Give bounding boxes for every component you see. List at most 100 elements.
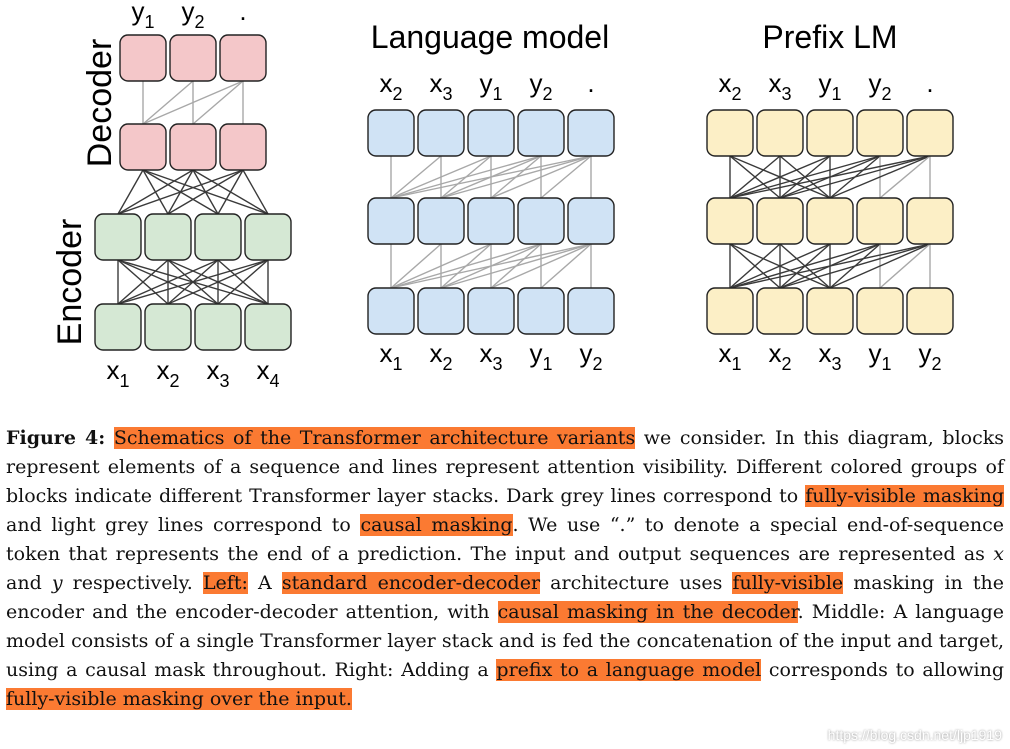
encoder-decoder-attn-line [217, 169, 244, 215]
caption-text-2: and light grey lines correspond to [6, 514, 361, 536]
lm-bottom-block-2 [417, 287, 465, 335]
lm-input-label: x1 [379, 338, 402, 374]
lm-lower-attn-line [390, 243, 592, 289]
lm-lower-attn-line [390, 243, 542, 289]
prefix-bottom-block-3 [806, 287, 854, 335]
prefix-input-label: x3 [818, 338, 841, 374]
prefix-upper-attn-line [779, 155, 931, 199]
lm-output-label: y1 [479, 68, 502, 104]
lm-output-label: x2 [379, 68, 402, 104]
encoder-decoder-attn-line [167, 169, 244, 215]
highlight-left: Left: [202, 572, 248, 594]
encoder-bottom-block-2 [144, 303, 192, 351]
prefix-middle-block-3 [806, 197, 854, 245]
prefix-lower-attn-line [779, 243, 931, 289]
lm-lower-attn-line [390, 243, 442, 289]
encoder-attn-line [117, 259, 169, 305]
prefix-middle-block-1 [706, 197, 754, 245]
prefix-input-label: y2 [918, 338, 941, 374]
lm-top-block-5 [567, 109, 615, 157]
lm-top-block-2 [417, 109, 465, 157]
lm-upper-attn-line [540, 155, 592, 199]
prefix-top-block-2 [756, 109, 804, 157]
decoder-bottom-block-3 [219, 123, 267, 171]
caption-text-7: architecture uses [540, 572, 733, 594]
lm-middle-block-5 [567, 197, 615, 245]
encoder-label: Encoder [51, 219, 89, 346]
highlight-causal-masking-decoder: causal masking in the decoder [497, 601, 798, 623]
left-input-label: x3 [206, 355, 229, 391]
prefix-upper-attn-line [879, 155, 931, 199]
caption-text-6: A [247, 572, 282, 594]
lm-output-label: x3 [429, 68, 452, 104]
lm-bottom-block-4 [517, 287, 565, 335]
left-output-label: y2 [181, 0, 204, 32]
caption-text-1: we consider. In this diagram, blocks rep… [6, 427, 1004, 507]
prefix-upper-attn-line [729, 155, 781, 199]
decoder-top-block-1 [119, 34, 167, 82]
watermark: https://blog.csdn.net/ljp1919 [827, 727, 1002, 743]
prefix-lower-attn-line [879, 243, 931, 289]
encoder-attn-line [167, 259, 269, 305]
prefix-output-label: x3 [768, 68, 791, 104]
highlight-causal-masking: causal masking [360, 514, 513, 536]
lm-lower-attn-line [490, 243, 592, 289]
prefix-lm-title: Prefix LM [762, 19, 897, 55]
lm-lower-attn-line [390, 243, 492, 289]
highlight-prefix-lm: prefix to a language model [496, 659, 762, 681]
highlight-fully-visible: fully-visible [732, 572, 844, 594]
lm-upper-attn-line [390, 155, 542, 199]
decoder-attn-line [192, 80, 244, 125]
lm-top-block-1 [367, 109, 415, 157]
lm-upper-attn-line [390, 155, 442, 199]
prefix-bottom-block-4 [856, 287, 904, 335]
highlight-fully-visible-masking: fully-visible masking [805, 485, 1004, 507]
lm-bottom-block-5 [567, 287, 615, 335]
prefix-upper-attn-line [729, 155, 931, 199]
decoder-top-block-3 [219, 34, 267, 82]
lm-lower-attn-line [540, 243, 592, 289]
prefix-lower-attn-line [729, 243, 931, 289]
prefix-top-block-3 [806, 109, 854, 157]
caption-text-5: respectively. [62, 572, 203, 594]
lm-lower-attn-line [440, 243, 592, 289]
lm-upper-attn-line [390, 155, 592, 199]
prefix-bottom-block-1 [706, 287, 754, 335]
lm-middle-block-2 [417, 197, 465, 245]
lm-upper-attn-line [440, 155, 592, 199]
lm-input-label: x2 [429, 338, 452, 374]
lm-top-block-4 [517, 109, 565, 157]
lm-middle-block-4 [517, 197, 565, 245]
encoder-attn-line [117, 259, 269, 305]
prefix-bottom-block-5 [906, 287, 954, 335]
lm-output-label: y2 [529, 68, 552, 104]
decoder-bottom-block-1 [119, 123, 167, 171]
figure-label: Figure 4: [6, 427, 106, 449]
lm-input-label: y1 [529, 338, 552, 374]
prefix-lower-attn-line [729, 243, 781, 289]
encoder-top-block-1 [94, 213, 142, 261]
prefix-output-label: . [926, 68, 933, 98]
caption-text-9: . Middle: A language model consists of a… [6, 601, 1005, 681]
decoder-top-block-2 [169, 34, 217, 82]
highlight-standard-encoder-decoder: standard encoder-decoder [281, 572, 541, 594]
caption-text-4: and [6, 572, 52, 594]
prefix-middle-block-2 [756, 197, 804, 245]
math-var-y: y [51, 572, 63, 594]
decoder-bottom-block-2 [169, 123, 217, 171]
prefix-upper-attn-line [729, 155, 881, 199]
prefix-upper-attn-line [829, 155, 931, 199]
math-var-x: x [993, 543, 1004, 565]
encoder-top-block-2 [144, 213, 192, 261]
lm-input-label: x3 [479, 338, 502, 374]
left-output-label: y1 [131, 0, 154, 32]
lm-top-block-3 [467, 109, 515, 157]
left-output-label: . [239, 0, 246, 26]
prefix-input-label: y1 [868, 338, 891, 374]
lm-middle-block-3 [467, 197, 515, 245]
prefix-top-block-4 [856, 109, 904, 157]
encoder-attn-line [217, 259, 269, 305]
attention-lines [117, 80, 931, 305]
prefix-top-block-5 [906, 109, 954, 157]
